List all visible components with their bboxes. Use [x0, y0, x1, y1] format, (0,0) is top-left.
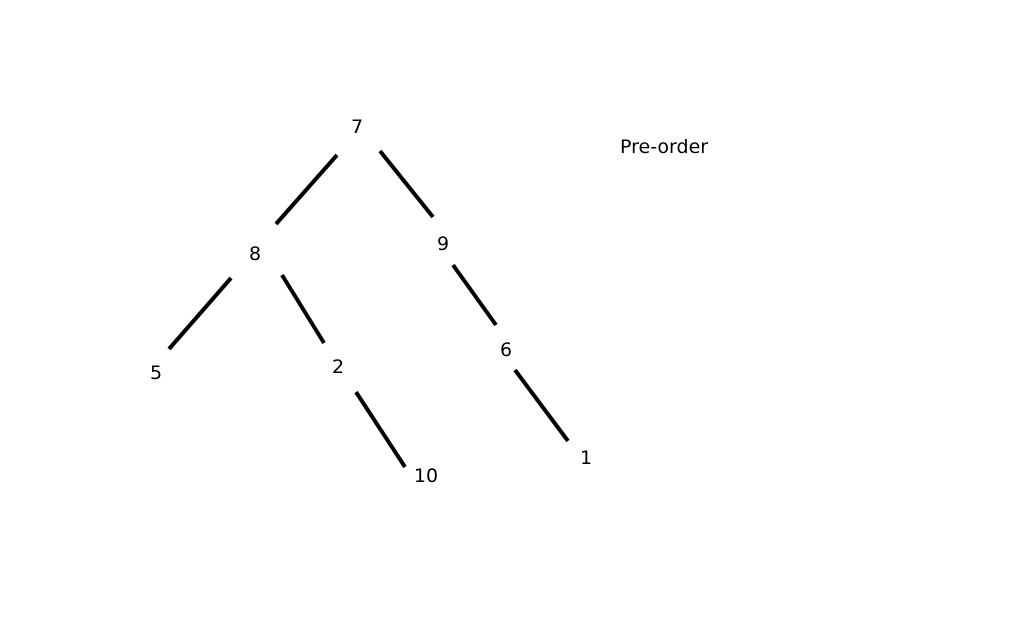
- edge-9-6: [451, 263, 498, 327]
- edge-8-5: [167, 276, 233, 351]
- edge-2-10: [354, 390, 407, 469]
- node-9: 9: [437, 233, 449, 255]
- node-10: 10: [414, 465, 438, 487]
- node-1: 1: [580, 447, 592, 469]
- node-6: 6: [500, 339, 512, 361]
- tree-edges: [167, 149, 570, 469]
- tree-nodes: 7 8 9 5 2 6 10 1: [150, 116, 592, 487]
- node-2: 2: [332, 356, 344, 378]
- traversal-caption: Pre-order: [620, 136, 709, 158]
- edge-7-8: [274, 153, 339, 226]
- node-8: 8: [249, 243, 261, 265]
- node-5: 5: [150, 362, 162, 384]
- edge-8-2: [280, 273, 326, 345]
- node-7: 7: [351, 116, 363, 138]
- edge-7-9: [378, 149, 435, 219]
- edge-6-1: [513, 368, 570, 443]
